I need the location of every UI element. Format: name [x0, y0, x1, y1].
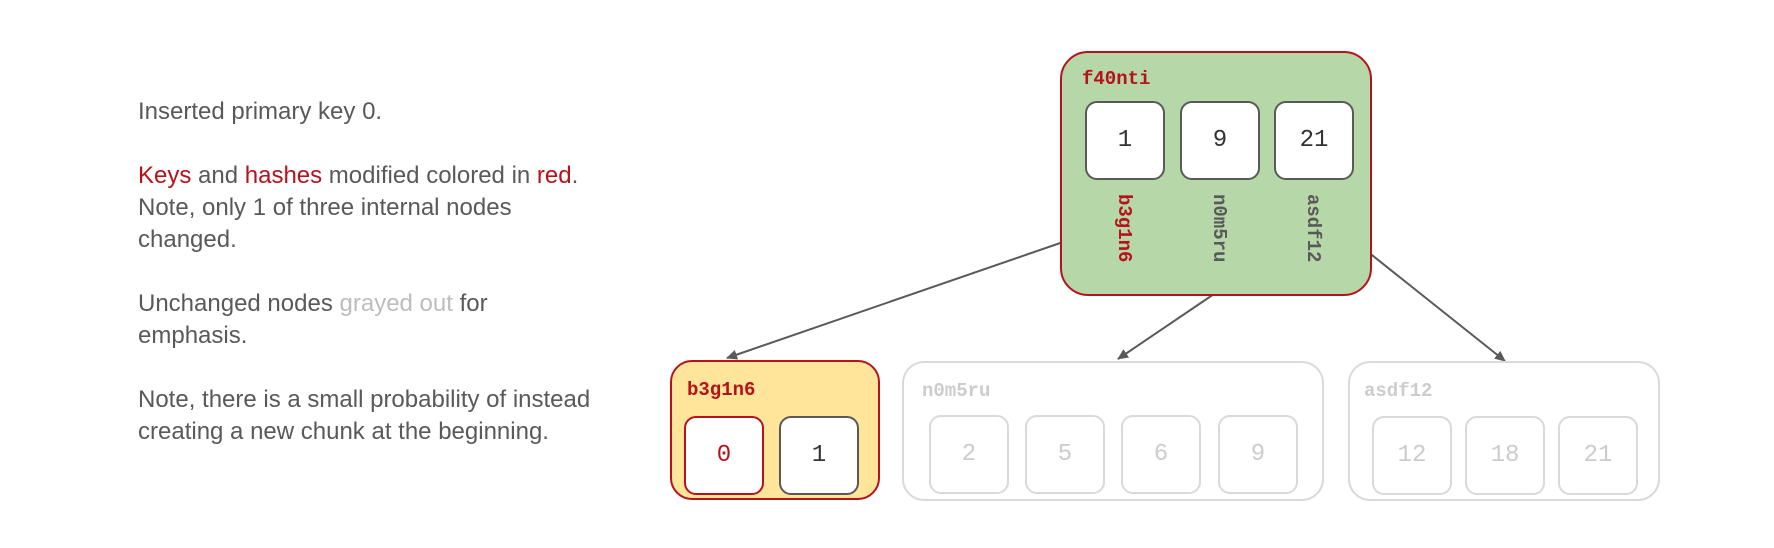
- unchanged-text: Unchanged nodes: [138, 290, 340, 317]
- root-key-9: 9: [1180, 101, 1260, 180]
- note-modified: Keys and hashes modified colored in red.: [138, 160, 658, 192]
- leaf-n0m5ru-label: n0m5ru: [922, 380, 991, 402]
- keys-word: Keys: [138, 162, 192, 189]
- leaf-n0m5ru-key-2: 2: [929, 415, 1009, 494]
- root-key-21: 21: [1274, 101, 1354, 180]
- leaf-b3g1n6-key-1: 1: [779, 416, 859, 495]
- note-only-one: Note, only 1 of three internal nodes: [138, 194, 512, 221]
- leaf-asdf12-key-18: 18: [1465, 416, 1545, 495]
- leaf-asdf12-key-12: 12: [1372, 416, 1452, 495]
- hashes-word: hashes: [244, 162, 323, 189]
- note-emphasis: emphasis.: [138, 322, 248, 349]
- grayed-out-word: grayed out: [339, 290, 453, 317]
- leaf-n0m5ru-key-5: 5: [1025, 415, 1105, 494]
- root-node: f40nti 1 9 21 b3g1n6 n0m5ru asdf12: [1060, 51, 1372, 296]
- leaf-asdf12-label: asdf12: [1364, 380, 1433, 402]
- root-node-label: f40nti: [1082, 68, 1151, 90]
- leaf-b3g1n6-key-0: 0: [684, 416, 764, 495]
- note-changed: changed.: [138, 226, 237, 253]
- note-probability: Note, there is a small probability of in…: [138, 386, 591, 413]
- leaf-n0m5ru-key-9: 9: [1218, 415, 1298, 494]
- notes: Inserted primary key 0. Keys and hashes …: [138, 96, 658, 448]
- note-new-chunk: creating a new chunk at the beginning.: [138, 418, 549, 445]
- and-word: and: [191, 162, 245, 189]
- root-key-1: 1: [1085, 101, 1165, 180]
- root-hash-n0m5ru: n0m5ru: [1208, 194, 1230, 263]
- leaf-asdf12-key-21: 21: [1558, 416, 1638, 495]
- leaf-node-asdf12: asdf12 12 18 21: [1348, 361, 1660, 501]
- edge-to-b3g1n6: [726, 230, 1096, 360]
- period: .: [571, 162, 579, 189]
- leaf-n0m5ru-key-6: 6: [1121, 415, 1201, 494]
- leaf-b3g1n6-label: b3g1n6: [687, 379, 756, 401]
- root-hash-asdf12: asdf12: [1302, 194, 1324, 263]
- note-unchanged: Unchanged nodes grayed out for: [138, 288, 658, 320]
- edge-to-n0m5ru: [1117, 291, 1218, 360]
- leaf-node-b3g1n6: b3g1n6 0 1: [670, 360, 880, 500]
- red-word: red: [536, 162, 572, 189]
- root-hash-b3g1n6: b3g1n6: [1113, 194, 1135, 263]
- leaf-node-n0m5ru: n0m5ru 2 5 6 9: [902, 361, 1324, 501]
- modified-text: modified colored in: [322, 162, 537, 189]
- note-inserted: Inserted primary key 0.: [138, 98, 383, 125]
- for-word: for: [452, 290, 488, 317]
